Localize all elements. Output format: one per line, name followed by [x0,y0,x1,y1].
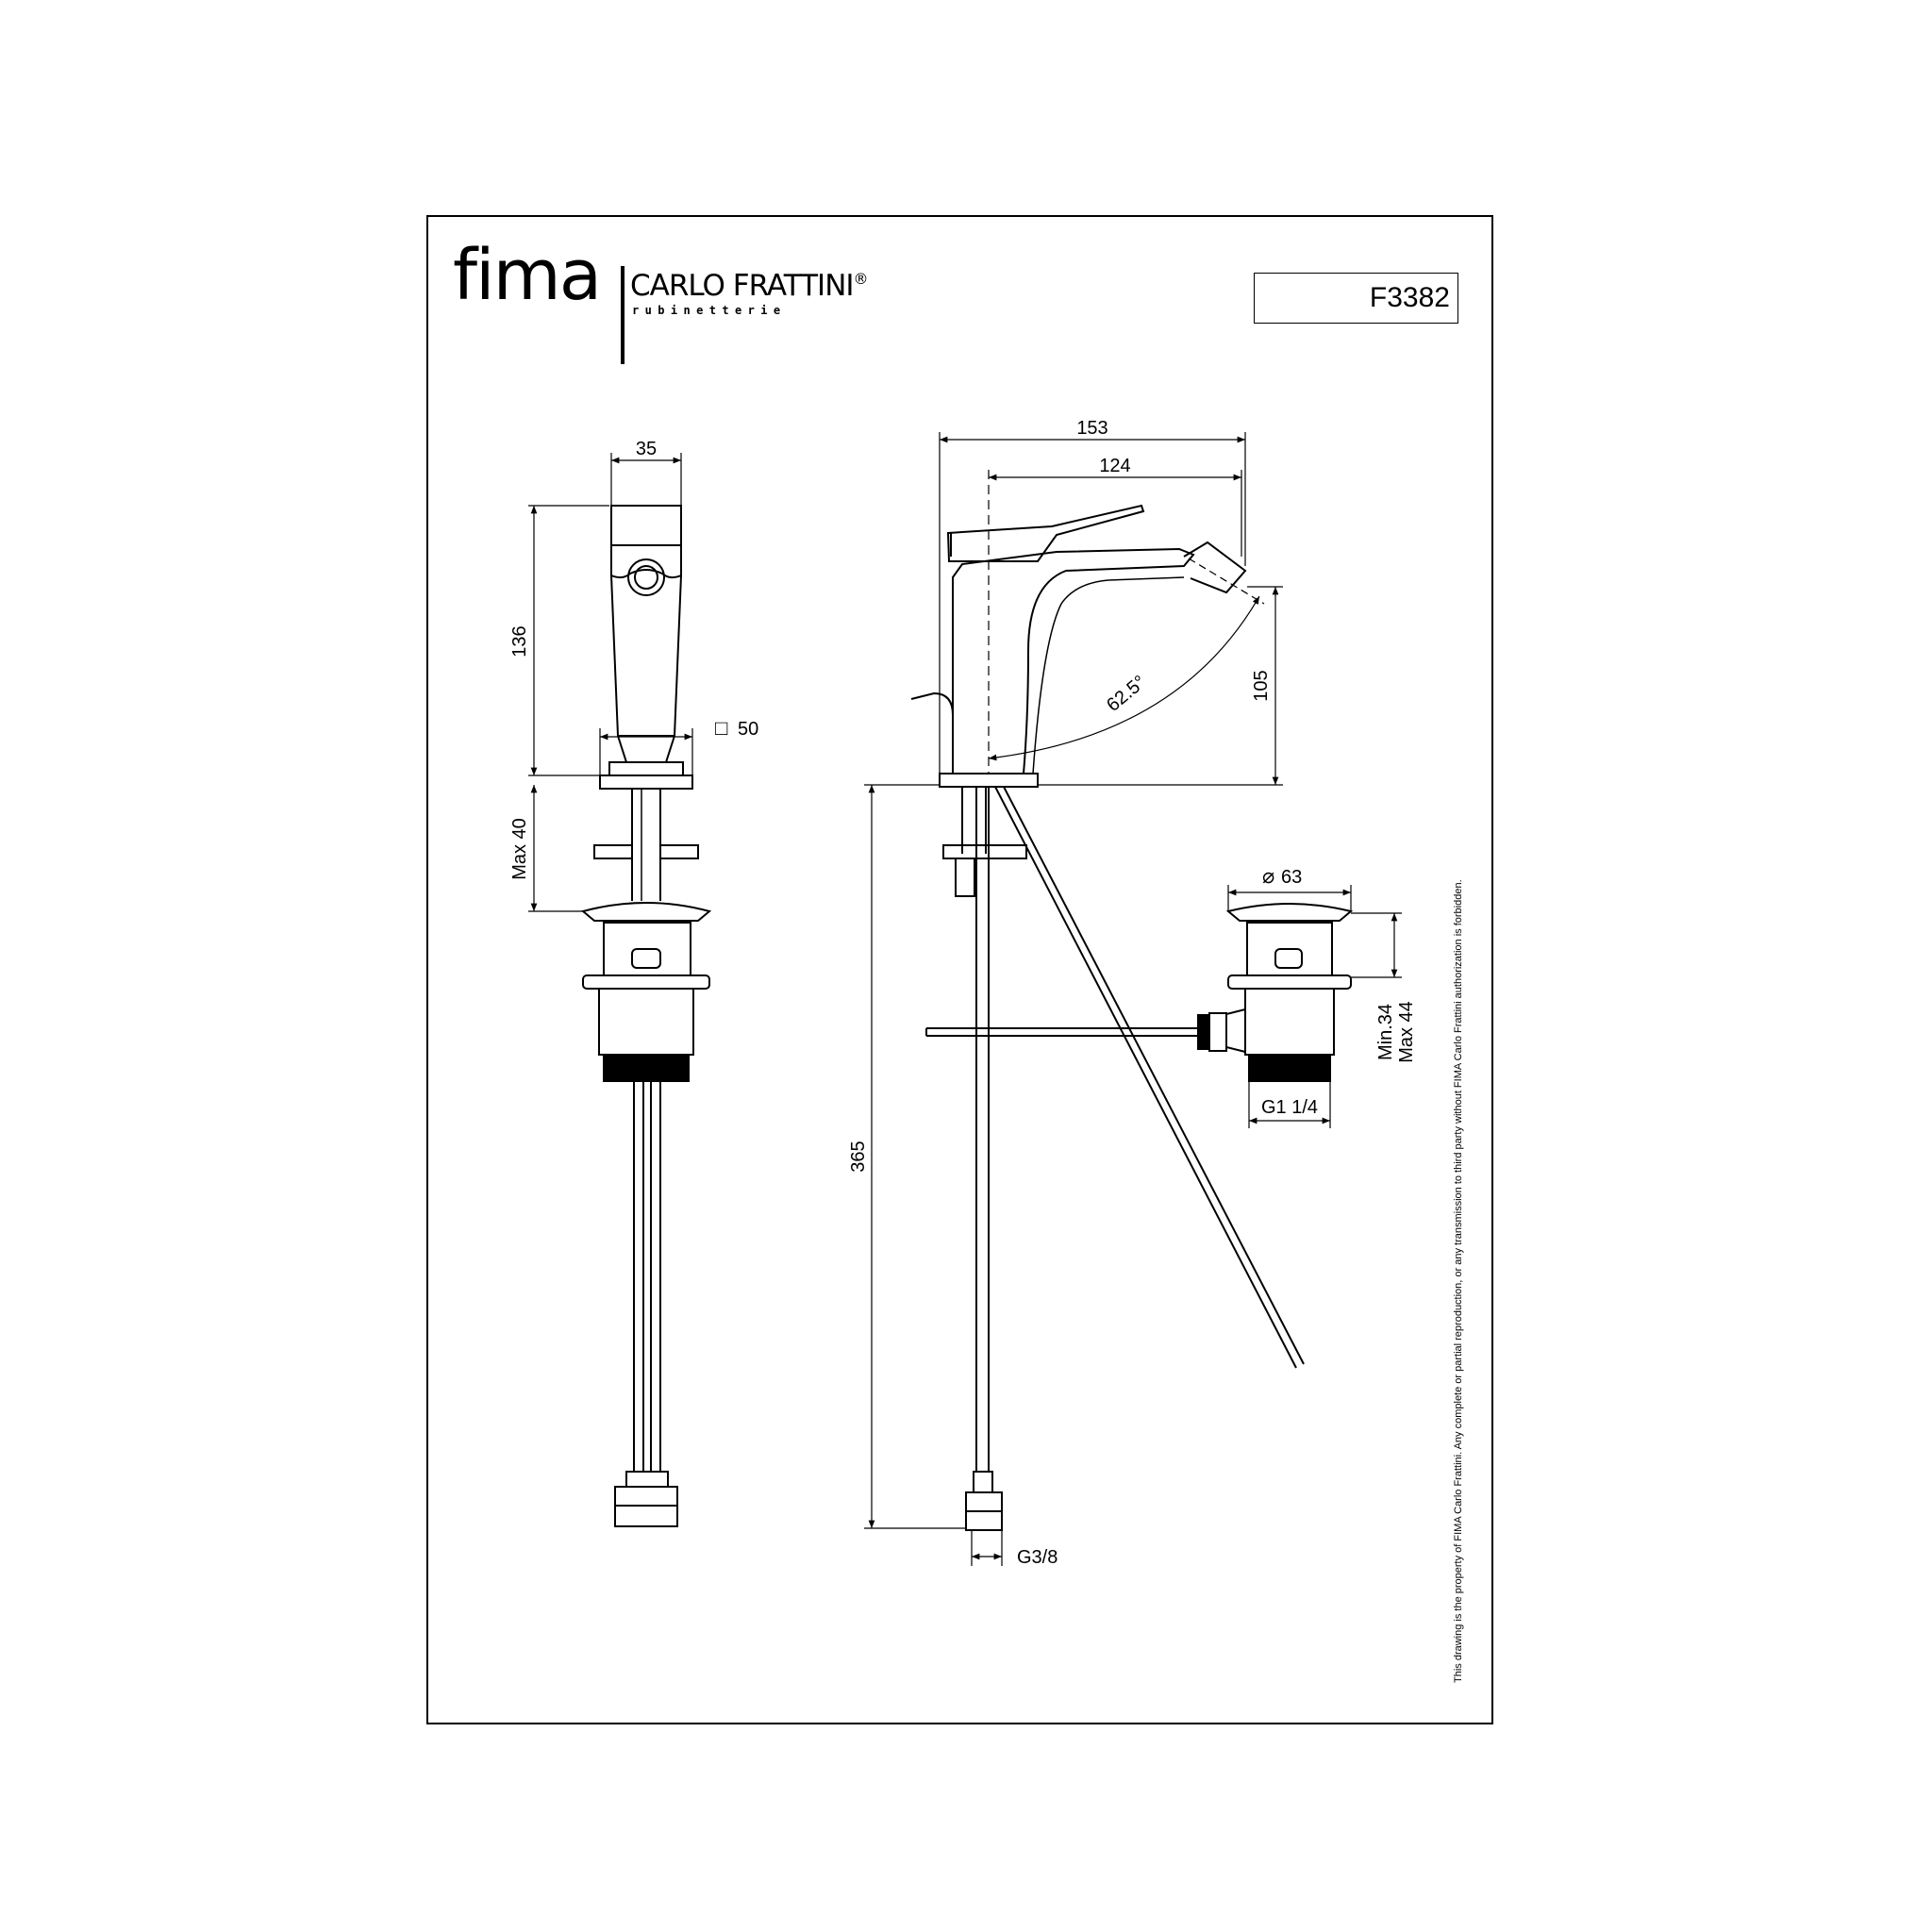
waste-connector-knurl [1197,1014,1210,1050]
front-lever-top [610,505,682,546]
front-hose-fitting [625,1471,669,1488]
side-dimensions [864,432,1283,1566]
front-lever-shape [610,545,682,579]
waste-slot [1274,948,1303,969]
front-waste-cap [580,902,712,922]
front-spout-inner [634,565,658,590]
waste-connector-nut [1208,1012,1227,1052]
dim-153-label: 153 [1076,418,1108,439]
dim-angle-arc [988,595,1260,761]
side-fixing-nut [942,844,1027,859]
side-spout-inner-line [1032,576,1185,774]
company-name: CARLO FRATTINI [630,269,855,303]
product-code-box: F3382 [1254,273,1458,324]
dim-124-label: 124 [1099,456,1130,476]
side-popup-rod [910,691,954,716]
dim-min34-label: Min.34 [1375,1004,1396,1060]
dim-g38-label: G3/8 [1017,1547,1058,1568]
waste-flange [1227,974,1352,990]
side-stud [955,858,975,897]
waste-side-connector [1225,1008,1246,1053]
waste-detail [1197,903,1354,1082]
front-waste-flange [582,974,710,990]
waste-tail [1244,988,1335,1056]
waste-thread [1248,1054,1331,1082]
dim-max40-label: Max 40 [509,818,530,880]
dim-105-label: 105 [1251,670,1272,701]
side-nozzle [1183,541,1247,594]
registered-mark: ® [853,270,869,288]
side-popup-linkage-b [1003,786,1305,1365]
side-popup-linkage-a [994,786,1297,1369]
front-hose-nut-1 [614,1486,678,1507]
front-spout-outlet [627,558,665,596]
side-lever [946,504,1145,562]
front-view [580,505,712,1527]
front-nut-right [659,844,699,859]
front-waste-thread [603,1054,690,1082]
dim-max44-label: Max 44 [1396,1001,1417,1063]
side-hose-nut-2 [965,1510,1003,1531]
brand-logo-tagline: rubinetterie [632,304,787,317]
brand-logo-fima: fima [453,235,602,316]
side-hose-fitting [973,1471,993,1493]
brand-logo-divider [621,266,625,364]
dim-365-label: 365 [848,1141,869,1172]
front-base-plate [599,774,693,790]
waste-cap [1225,903,1354,922]
dim-angle-label: 62.5° [1103,672,1150,716]
dim-angle-axis [1188,558,1265,605]
dim-50-label: 50 [738,719,758,740]
front-waste-tail [598,988,694,1056]
dim-136-label: 136 [509,625,530,657]
front-waste-slot [631,948,661,969]
front-body-outline [610,575,682,763]
waste-dimensions [1227,885,1402,1128]
front-base-collar [608,761,684,776]
dim-63-label: 63 [1281,867,1302,888]
front-dimensions [528,453,693,912]
dim-g114-label: G1 1/4 [1261,1097,1318,1118]
side-hose-nut-1 [965,1491,1003,1512]
side-base-plate [939,773,1039,788]
dim-63-diameter-icon: ⌀ [1262,864,1274,888]
front-hose-nut-2 [614,1505,678,1527]
dim-35-label: 35 [636,439,657,459]
front-nut-left [593,844,633,859]
brand-logo-company: CARLO FRATTINI® [630,269,869,303]
dim-50-square-icon: □ [715,716,727,740]
